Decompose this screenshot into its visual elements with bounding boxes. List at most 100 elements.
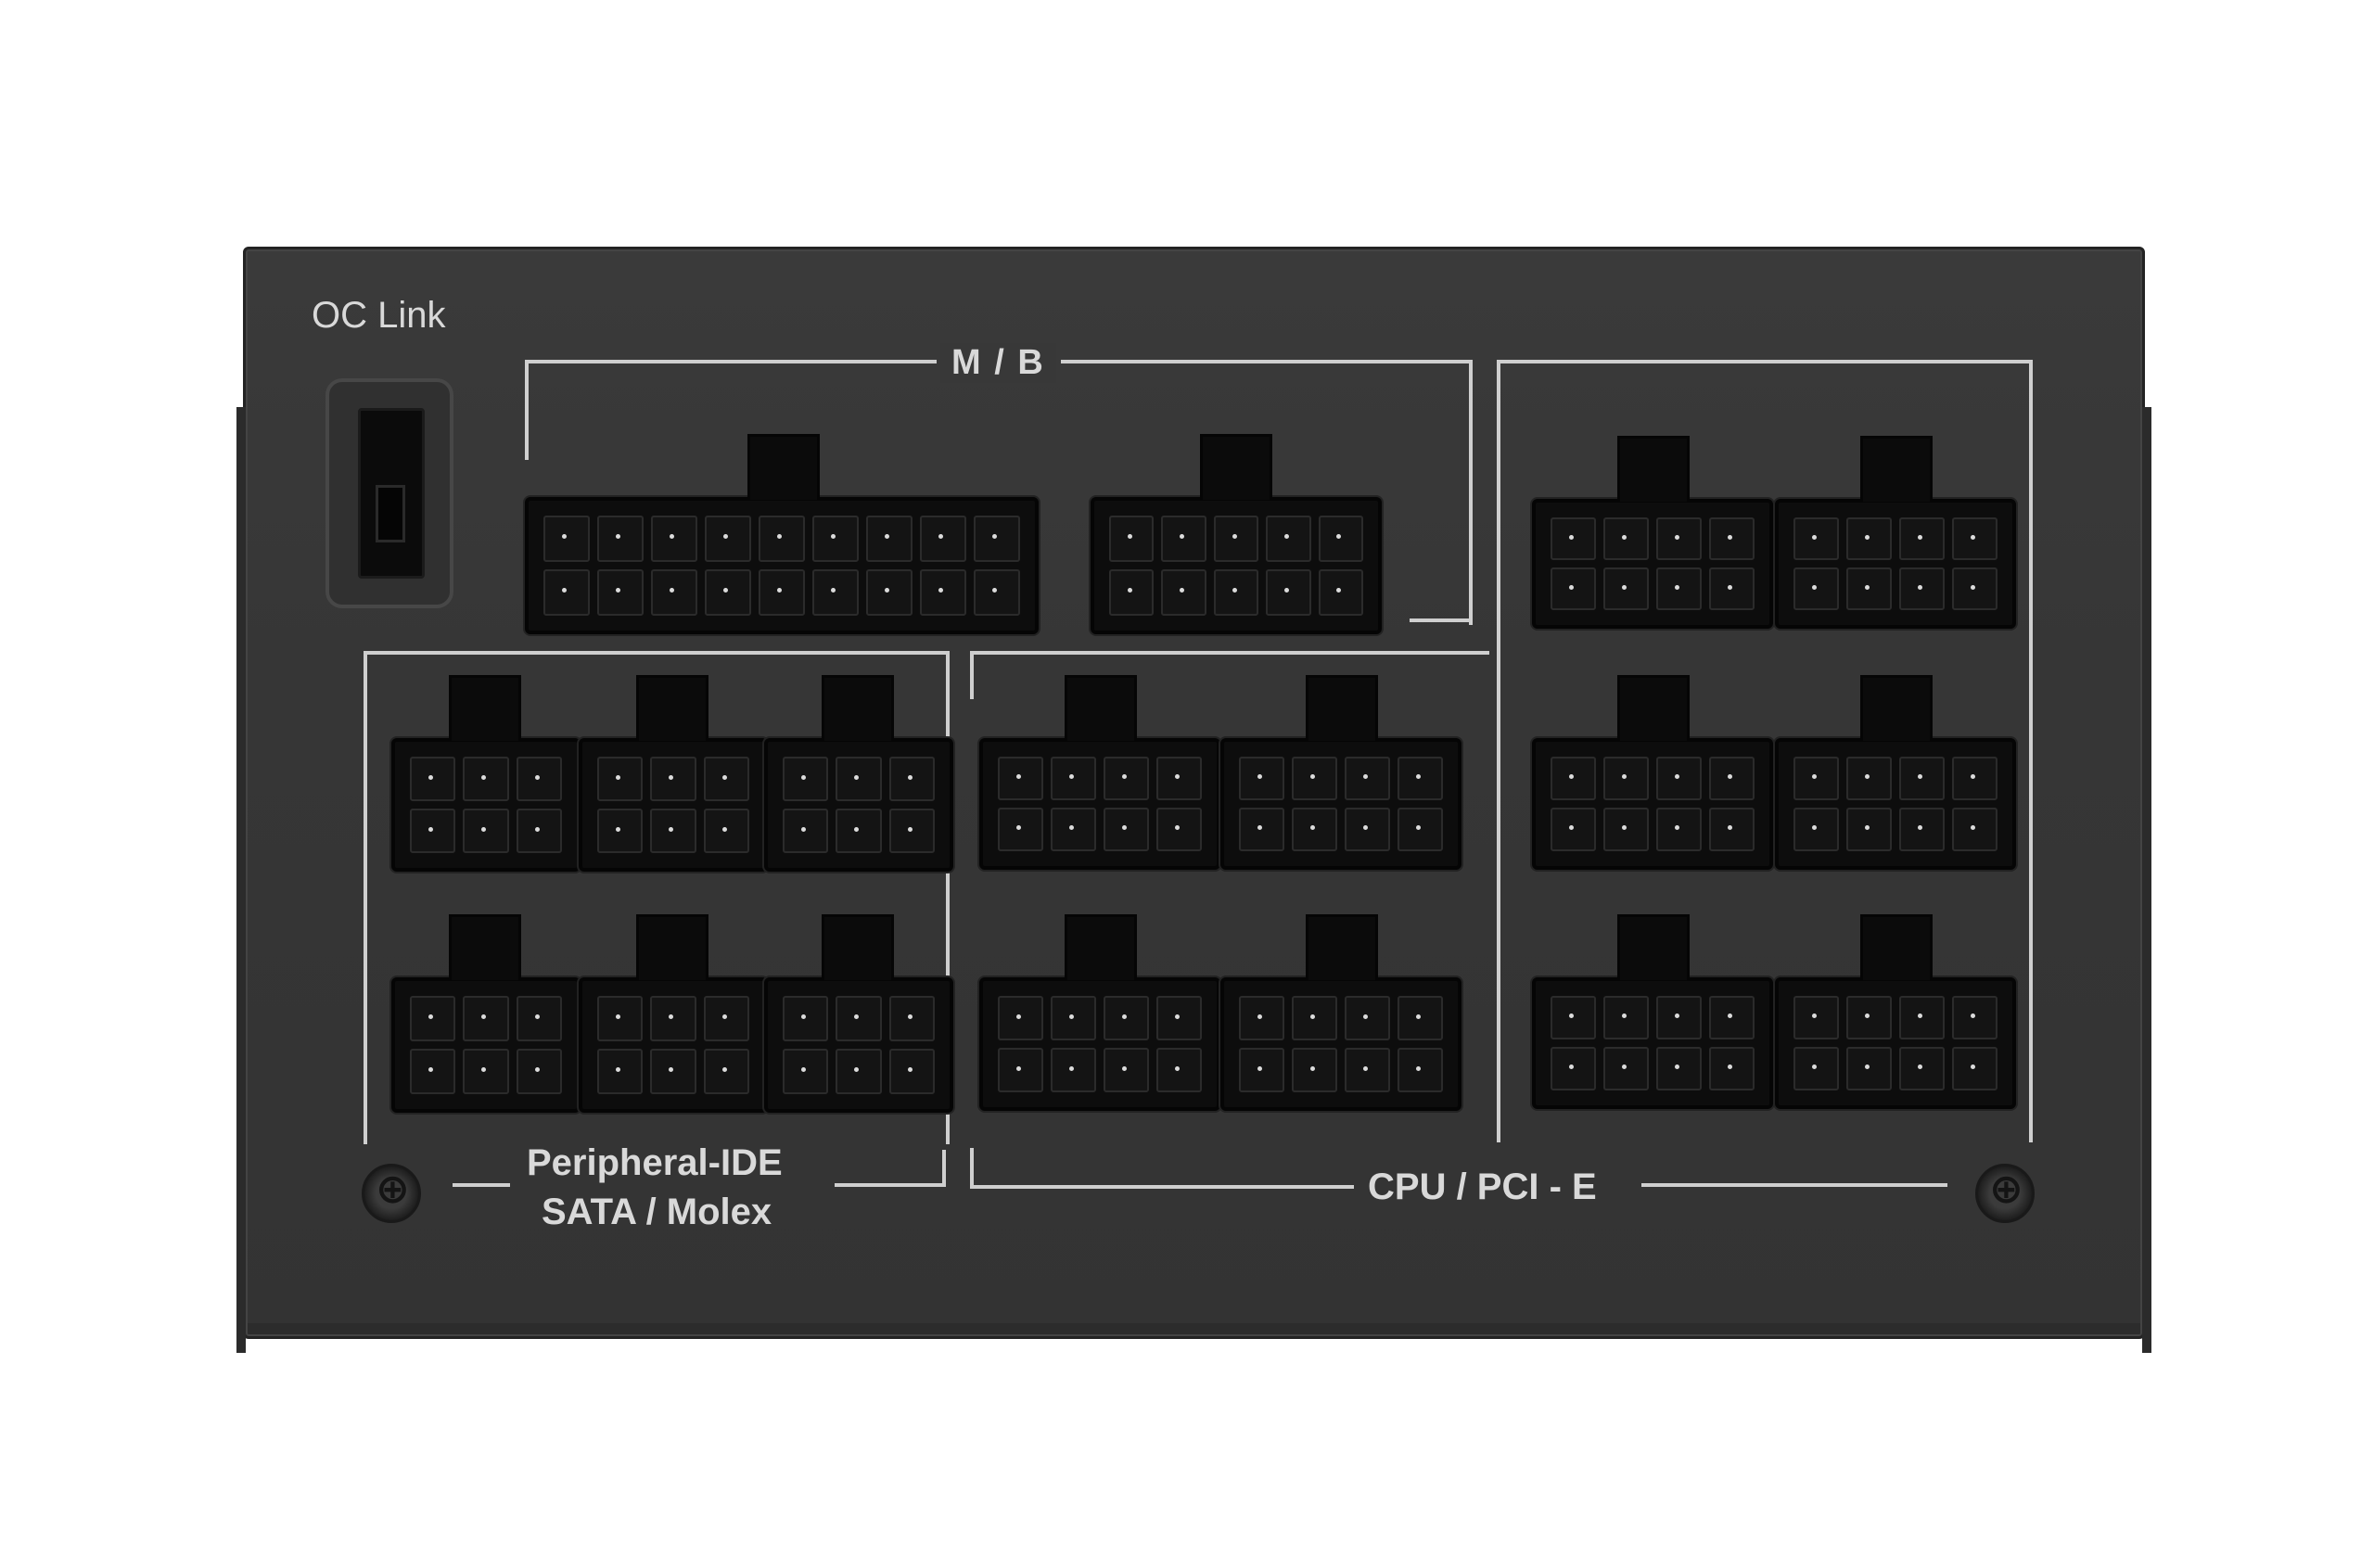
mb-bracket-foot xyxy=(1410,618,1471,622)
connector-pin xyxy=(650,1049,696,1094)
pcie-connector-4[interactable] xyxy=(1220,977,1461,1111)
oc-link-slot xyxy=(376,485,405,542)
connector-pin xyxy=(1292,996,1337,1040)
cpu-connector-2-latch xyxy=(1860,436,1933,502)
peripheral-connector-bottom-2-latch xyxy=(636,914,708,980)
connector-pin xyxy=(888,996,935,1041)
connector-pin xyxy=(1156,808,1202,851)
connector-pin xyxy=(888,757,935,801)
mb-24pin-connector-latch xyxy=(747,434,820,500)
cpu-connector-1[interactable] xyxy=(1532,499,1773,629)
peripheral-connector-top-1-latch xyxy=(449,675,521,741)
connector-pin xyxy=(1551,808,1596,851)
connector-pin xyxy=(812,569,859,616)
peripheral-connector-top-3-latch xyxy=(822,675,894,741)
connector-pin xyxy=(410,1049,456,1094)
connector-pin xyxy=(1709,808,1755,851)
peripheral-connector-bottom-1-latch xyxy=(449,914,521,980)
connector-pin xyxy=(1292,757,1337,800)
right-side-rail xyxy=(2142,407,2151,1353)
connector-pin xyxy=(703,809,749,853)
connector-pin xyxy=(783,809,829,853)
connector-pin xyxy=(836,809,882,853)
connector-pin xyxy=(1656,757,1702,800)
connector-pin xyxy=(1551,996,1596,1039)
connector-pin xyxy=(1398,1048,1443,1092)
pcie-connector-3-latch xyxy=(1065,914,1137,980)
connector-pin xyxy=(1292,808,1337,851)
connector-pin xyxy=(1398,996,1443,1040)
connector-pin xyxy=(998,757,1043,800)
connector-pin xyxy=(1051,1048,1096,1092)
pcie-connector-5[interactable] xyxy=(1532,738,1773,870)
peripheral-connector-bottom-1[interactable] xyxy=(391,977,581,1113)
oc-link-port[interactable] xyxy=(325,378,453,608)
peripheral-connector-top-2[interactable] xyxy=(579,738,768,872)
connector-pin xyxy=(1709,757,1755,800)
connector-pin xyxy=(1345,996,1390,1040)
connector-pin xyxy=(410,809,456,853)
pcie-connector-1[interactable] xyxy=(979,738,1220,870)
connector-pin xyxy=(1239,996,1284,1040)
connector-pin xyxy=(1952,996,1997,1039)
pcie-connector-7[interactable] xyxy=(1532,977,1773,1109)
peripheral-connector-bottom-3[interactable] xyxy=(764,977,953,1113)
connector-pin xyxy=(1156,757,1202,800)
connector-pin xyxy=(1109,516,1155,562)
cpu-pcie-label: CPU / PCI - E xyxy=(1368,1166,1597,1207)
connector-pin xyxy=(1899,517,1945,560)
cpu-connector-2[interactable] xyxy=(1775,499,2016,629)
peripheral-connector-top-3[interactable] xyxy=(764,738,953,872)
connector-pin xyxy=(1899,808,1945,851)
connector-pin xyxy=(1952,567,1997,610)
connector-pin xyxy=(1952,1047,1997,1090)
pcie-connector-6[interactable] xyxy=(1775,738,2016,870)
connector-pin xyxy=(703,757,749,801)
pcie-connector-2[interactable] xyxy=(1220,738,1461,870)
connector-pin xyxy=(836,996,882,1041)
connector-pin xyxy=(650,757,696,801)
connector-pin xyxy=(1952,517,1997,560)
connector-pin xyxy=(1051,808,1096,851)
peripheral-underline-left xyxy=(453,1183,510,1187)
connector-pin xyxy=(866,569,913,616)
connector-pin xyxy=(1213,516,1259,562)
connector-pin xyxy=(1551,1047,1596,1090)
connector-pin xyxy=(759,516,805,562)
screw-right-icon: ⊕ xyxy=(1975,1164,2035,1223)
connector-pin xyxy=(597,809,644,853)
connector-pin xyxy=(1709,996,1755,1039)
connector-pin xyxy=(543,516,590,562)
mb-24pin-connector[interactable] xyxy=(525,497,1039,634)
connector-pin xyxy=(463,996,509,1041)
connector-pin xyxy=(974,516,1020,562)
connector-pin xyxy=(888,1049,935,1094)
screw-left-icon: ⊕ xyxy=(362,1164,421,1223)
connector-pin xyxy=(1161,569,1206,616)
cpu-connector-1-latch xyxy=(1617,436,1690,502)
cpu-pcie-bracket-top xyxy=(970,651,1489,655)
connector-pin xyxy=(1551,567,1596,610)
mb-12pin-connector[interactable] xyxy=(1091,497,1382,634)
pcie-connector-8[interactable] xyxy=(1775,977,2016,1109)
connector-pin xyxy=(1603,996,1649,1039)
connector-pin xyxy=(516,757,562,801)
connector-pin xyxy=(543,569,590,616)
peripheral-connector-top-1[interactable] xyxy=(391,738,581,872)
connector-pin xyxy=(410,757,456,801)
connector-pin xyxy=(1156,996,1202,1040)
connector-pin xyxy=(1899,567,1945,610)
connector-pin xyxy=(1793,757,1839,800)
left-side-rail xyxy=(236,407,246,1353)
connector-pin xyxy=(1846,808,1892,851)
connector-pin xyxy=(1266,516,1311,562)
connector-pin xyxy=(1793,1047,1839,1090)
connector-pin xyxy=(1793,808,1839,851)
connector-pin xyxy=(1656,808,1702,851)
pcie-connector-3[interactable] xyxy=(979,977,1220,1111)
peripheral-connector-bottom-2[interactable] xyxy=(579,977,768,1113)
connector-pin xyxy=(1603,1047,1649,1090)
connector-pin xyxy=(597,996,644,1041)
pcie-connector-5-latch xyxy=(1617,675,1690,741)
connector-pin xyxy=(410,996,456,1041)
